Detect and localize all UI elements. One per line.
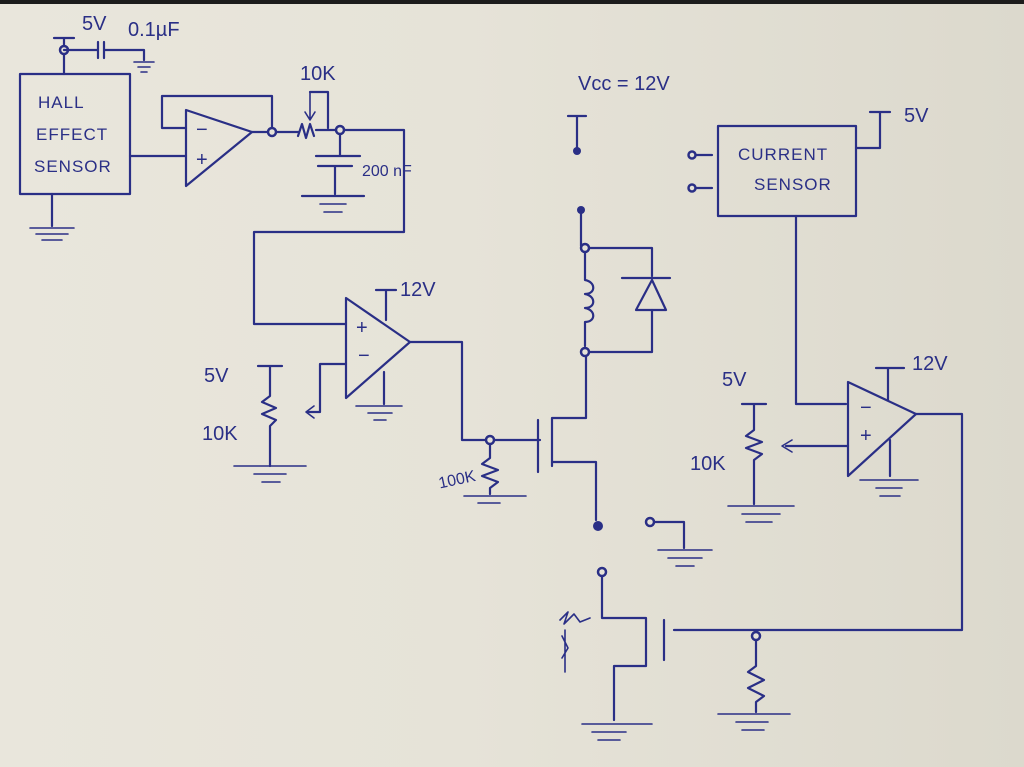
decoupling-cap-label: 0.1µF — [128, 19, 180, 41]
comparator1-ref-pot-label: 10K — [202, 423, 238, 445]
hall-supply-label: 5V — [82, 13, 107, 35]
mosfet-1-stage: 100K — [437, 352, 603, 531]
load-terminals — [559, 516, 713, 741]
hall-sensor-label-1: HALL — [38, 93, 85, 112]
current-sensor: CURRENT SENSOR 5V — [687, 105, 929, 406]
gate-pulldown-label: 100K — [437, 468, 477, 492]
hall-ground — [29, 192, 75, 241]
comparator1-ref-supply-label: 5V — [204, 365, 229, 387]
comparator-2: − + 12V 5V 10K — [672, 353, 964, 632]
rc-filter: 10K 200 nF — [252, 63, 412, 326]
comparator2-ref-pot-label: 10K — [690, 453, 726, 475]
hall-supply-and-decoupling: 5V 0.1µF — [52, 13, 180, 76]
plus-sign: + — [356, 317, 368, 339]
comparator2-supply-label: 12V — [912, 353, 948, 375]
current-sensor-supply-label: 5V — [904, 105, 929, 127]
hall-sensor-label-2: EFFECT — [36, 125, 108, 144]
current-sensor-label-1: CURRENT — [738, 145, 828, 164]
plus-sign: + — [196, 149, 208, 171]
plus-sign: + — [860, 425, 872, 447]
filter-pot-label: 10K — [300, 63, 336, 85]
comparator2-ref-supply-label: 5V — [722, 369, 747, 391]
comparator1-supply-label: 12V — [400, 279, 436, 301]
minus-sign: − — [196, 119, 208, 141]
comparator-1: + − 12V 5V 10K — [202, 279, 542, 483]
minus-sign: − — [860, 397, 872, 419]
hall-effect-sensor: HALL EFFECT SENSOR — [18, 72, 132, 196]
paper-sheet: HALL EFFECT SENSOR 5V 0.1µF − + 10 — [0, 4, 1024, 767]
buffer-opamp: − + — [128, 94, 278, 188]
filter-cap-label: 200 nF — [362, 163, 412, 180]
mosfet-2-gate-pulldown — [717, 630, 791, 731]
vcc-label: Vcc = 12V — [578, 73, 670, 95]
hall-sensor-label-3: SENSOR — [34, 157, 112, 176]
minus-sign: − — [358, 345, 370, 367]
current-sensor-label-2: SENSOR — [754, 175, 832, 194]
circuit-schematic: HALL EFFECT SENSOR 5V 0.1µF − + 10 — [18, 13, 964, 741]
relay-coil-and-diode: Vcc = 12V — [566, 73, 672, 358]
